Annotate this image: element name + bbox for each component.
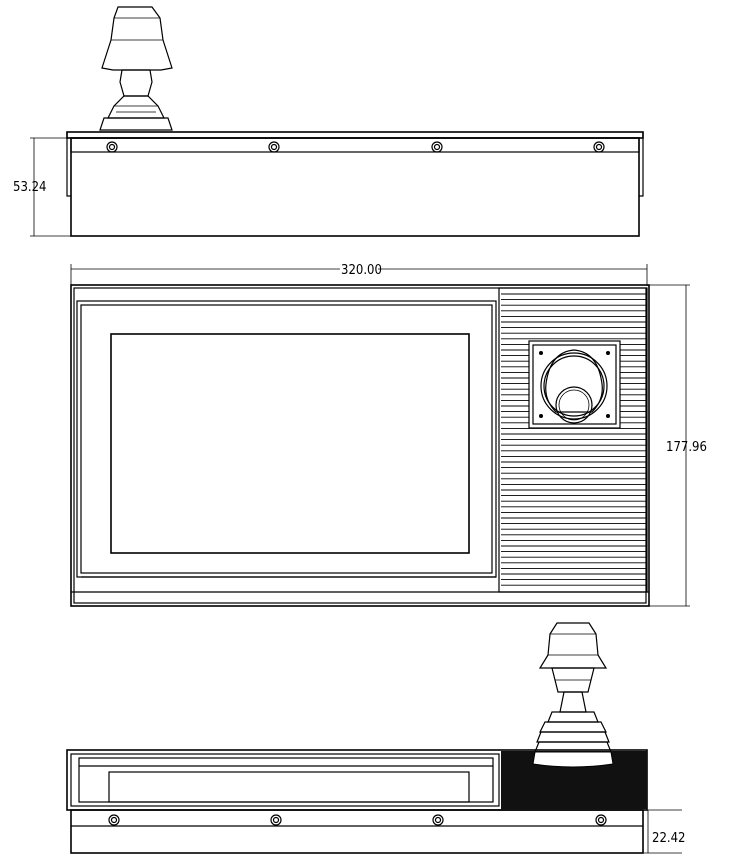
dim-label-53-24: 53.24 xyxy=(13,180,46,195)
bottom-screws xyxy=(108,814,607,826)
dimension-width: 320.00 xyxy=(70,263,648,286)
dim-label-177-96: 177.96 xyxy=(666,440,707,455)
front-joystick-module xyxy=(528,340,621,429)
dim-label-22-42: 22.42 xyxy=(652,831,685,846)
screen-module xyxy=(76,300,497,578)
vent-grille xyxy=(498,287,648,593)
dimension-top-height: 53.24 xyxy=(13,137,71,237)
bottom-view: 22.42 xyxy=(66,622,685,854)
dim-label-320: 320.00 xyxy=(341,263,382,278)
dimension-bottom-height: 22.42 xyxy=(643,809,685,854)
top-view: 53.24 xyxy=(13,6,644,237)
top-joystick xyxy=(99,6,173,131)
top-screws xyxy=(106,141,605,153)
dimension-height: 177.96 xyxy=(649,284,707,607)
front-view: 320.00 177.96 xyxy=(70,263,707,607)
bottom-joystick xyxy=(532,622,614,763)
